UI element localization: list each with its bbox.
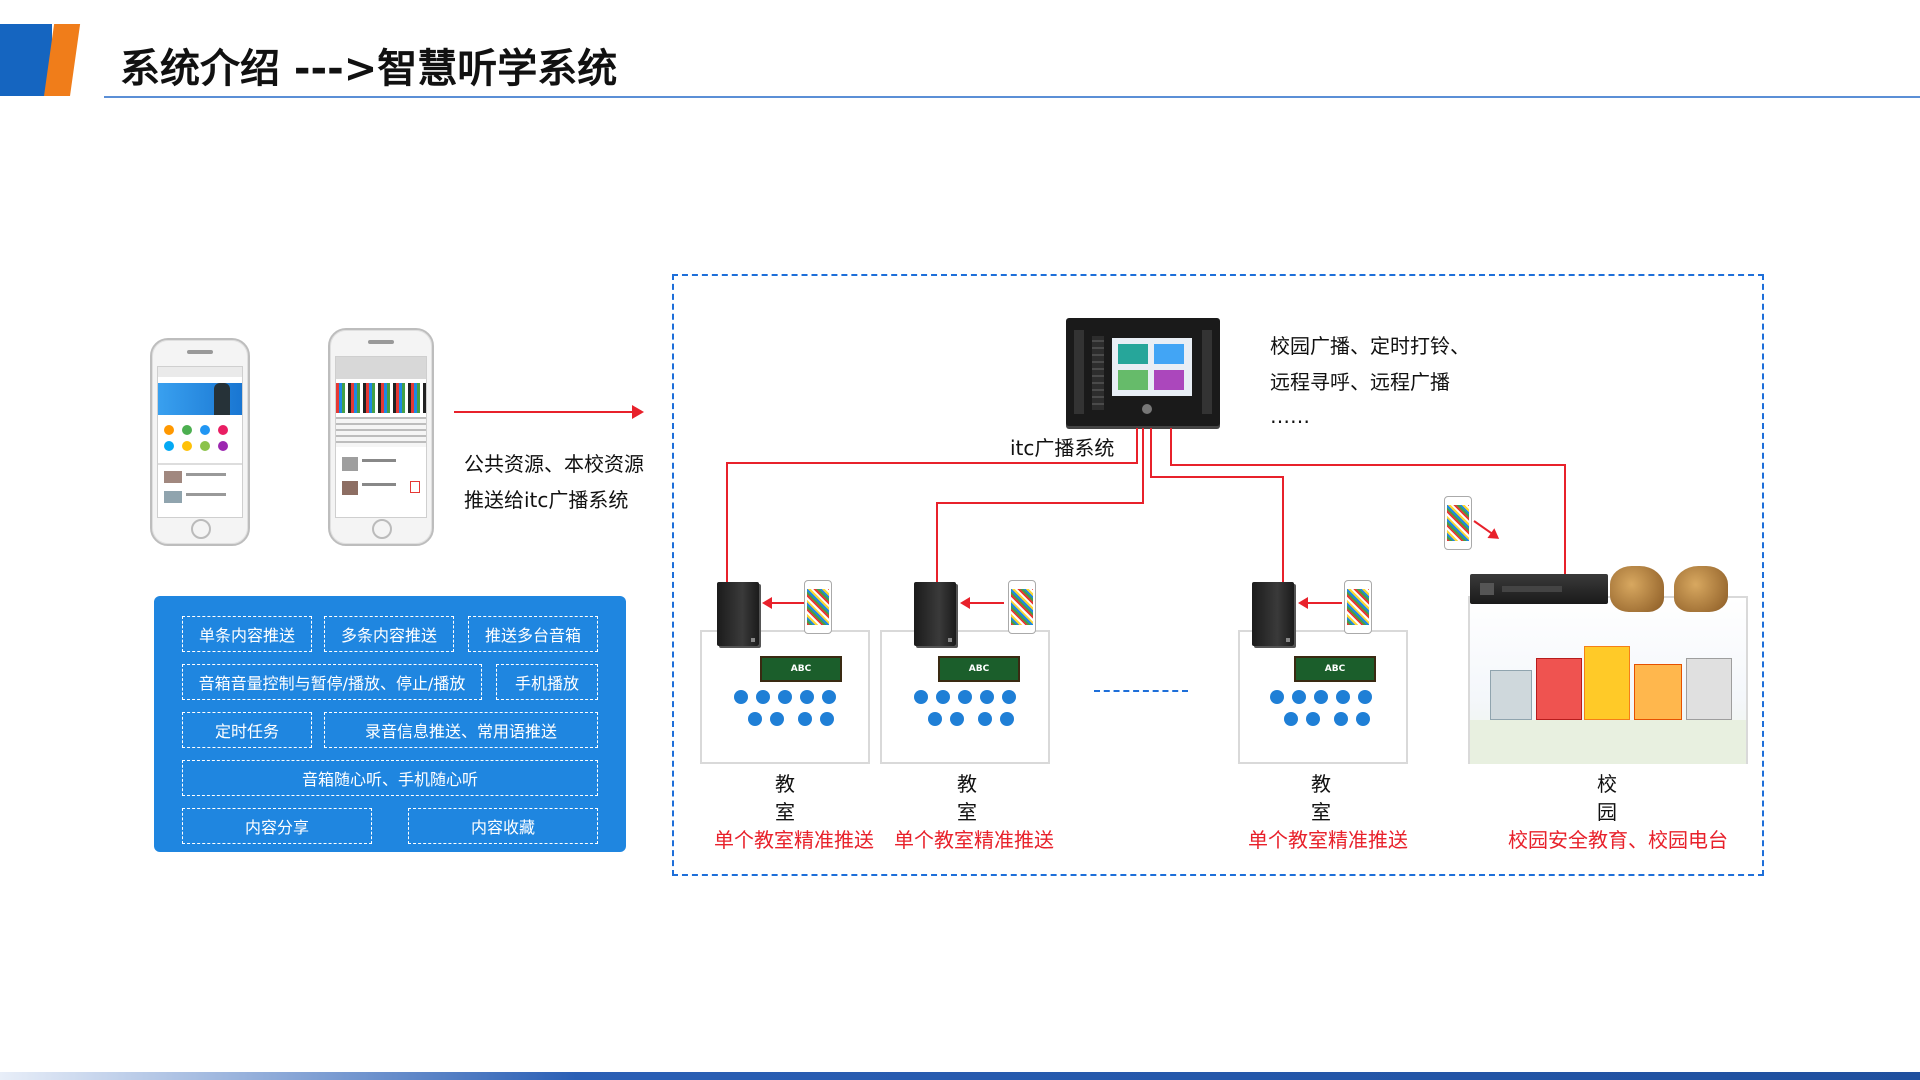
page-title: 系统介绍 --->智慧听学系统 bbox=[120, 46, 618, 92]
feature-timer-task: 定时任务 bbox=[182, 712, 312, 748]
classroom-1-arrow bbox=[762, 597, 806, 609]
classroom-1-name: 教 室 bbox=[775, 772, 795, 824]
feature-phone-play: 手机播放 bbox=[496, 664, 598, 700]
feature-volume-control: 音箱音量控制与暂停/播放、停止/播放 bbox=[182, 664, 482, 700]
system-desc-line2: 远程寻呼、远程广播 bbox=[1270, 370, 1450, 394]
campus-phone bbox=[1444, 496, 1472, 550]
classroom-1-phone bbox=[804, 580, 832, 634]
itc-broadcast-device bbox=[1066, 318, 1220, 426]
classroom-3-desc: 单个教室精准推送 bbox=[1248, 828, 1408, 852]
classroom-2-name: 教 室 bbox=[957, 772, 977, 824]
feature-multi-speaker: 推送多台音箱 bbox=[468, 616, 598, 652]
phone-screen bbox=[157, 366, 243, 518]
classroom-3-speaker bbox=[1252, 582, 1294, 646]
phone-screen bbox=[335, 356, 427, 518]
classroom-1-desc: 单个教室精准推送 bbox=[714, 828, 874, 852]
campus-rock-speaker-1 bbox=[1610, 566, 1664, 612]
push-arrow-head bbox=[632, 405, 644, 419]
classroom-2-desc: 单个教室精准推送 bbox=[894, 828, 1054, 852]
header-divider bbox=[104, 96, 1920, 98]
footer-bar bbox=[0, 1072, 1920, 1080]
push-arrow bbox=[454, 411, 634, 413]
campus-name: 校 园 bbox=[1597, 772, 1617, 824]
itc-system-label: itc广播系统 bbox=[1010, 436, 1115, 460]
phone-app-list bbox=[328, 328, 434, 546]
classroom-3-phone bbox=[1344, 580, 1372, 634]
classroom-3-blackboard: ABC bbox=[1294, 656, 1376, 682]
classroom-1-speaker bbox=[717, 582, 759, 646]
classroom-3-name: 教 室 bbox=[1311, 772, 1331, 824]
phone-speaker bbox=[368, 340, 394, 344]
push-text-line1: 公共资源、本校资源 bbox=[464, 452, 644, 476]
phone-home-button bbox=[191, 519, 211, 539]
classroom-1-students bbox=[728, 690, 844, 734]
campus-desc: 校园安全教育、校园电台 bbox=[1508, 828, 1728, 852]
feature-content-share: 内容分享 bbox=[182, 808, 372, 844]
phone-home-button bbox=[372, 519, 392, 539]
feature-content-favorite: 内容收藏 bbox=[408, 808, 598, 844]
feature-multi-push: 多条内容推送 bbox=[324, 616, 454, 652]
feature-listen-anytime: 音箱随心听、手机随心听 bbox=[182, 760, 598, 796]
header-logo-block bbox=[0, 24, 52, 96]
classroom-2-blackboard: ABC bbox=[938, 656, 1020, 682]
system-desc-line3: …… bbox=[1270, 404, 1310, 428]
campus-rock-speaker-2 bbox=[1674, 566, 1728, 612]
classroom-2-speaker bbox=[914, 582, 956, 646]
feature-panel: 单条内容推送 多条内容推送 推送多台音箱 音箱音量控制与暂停/播放、停止/播放 … bbox=[154, 596, 626, 852]
classroom-3-arrow bbox=[1298, 597, 1342, 609]
classroom-3-students bbox=[1264, 690, 1380, 734]
more-classrooms-dashes bbox=[1094, 690, 1188, 692]
push-text-line2: 推送给itc广播系统 bbox=[464, 488, 629, 512]
system-diagram-frame bbox=[672, 274, 1764, 876]
campus-amplifier-device bbox=[1470, 574, 1608, 604]
classroom-2-arrow bbox=[960, 597, 1004, 609]
feature-record-push: 录音信息推送、常用语推送 bbox=[324, 712, 598, 748]
feature-single-push: 单条内容推送 bbox=[182, 616, 312, 652]
classroom-1-blackboard: ABC bbox=[760, 656, 842, 682]
campus-scene bbox=[1468, 596, 1748, 764]
system-desc-line1: 校园广播、定时打铃、 bbox=[1270, 334, 1470, 358]
phone-speaker bbox=[187, 350, 213, 354]
classroom-2-phone bbox=[1008, 580, 1036, 634]
phone-app-home bbox=[150, 338, 250, 546]
classroom-2-students bbox=[908, 690, 1024, 734]
